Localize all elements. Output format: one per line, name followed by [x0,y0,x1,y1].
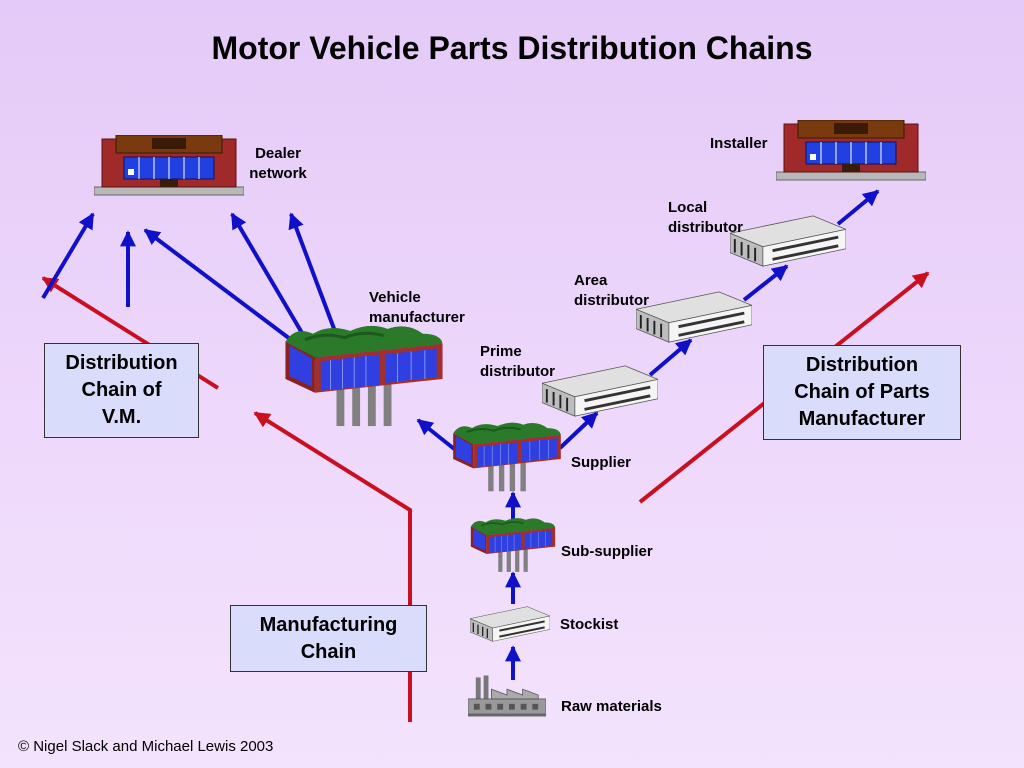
label-line: Prime [480,343,522,360]
flow-vm-to-dealer-5 [288,212,344,351]
box-manufacturing-chain: Manufacturing Chain [230,605,427,672]
prime-distributor-warehouse-icon [542,364,658,418]
label-area-distributor: Area distributor [574,271,649,311]
label-dealer-network: Dealer network [238,144,318,184]
label-line: Area [574,272,608,289]
label-supplier: Supplier [571,454,632,471]
label-local-distributor: Local distributor [668,198,743,238]
installer-store-icon [776,120,926,181]
box-line: Chain of Parts [794,381,930,403]
label-line: network [249,165,307,182]
box-line: Manufacturer [798,408,926,430]
label-line: Dealer [255,145,301,162]
flow-area-to-local [742,264,789,302]
page-title: Motor Vehicle Parts Distribution Chains [211,30,813,66]
box-text: Distribution Chain of V.M. [65,350,177,431]
stockist-warehouse-icon [470,605,550,643]
area-distributor-warehouse-icon [636,290,752,344]
local-distributor-warehouse-icon [730,214,846,268]
label-line: distributor [480,363,555,380]
box-text: Manufacturing Chain [260,612,398,666]
flow-prime-to-area [648,338,693,377]
label-line: manufacturer [369,309,465,326]
label-prime-distributor: Prime distributor [480,342,555,382]
sub-supplier-factory-icon [470,517,556,573]
flow-vm-to-dealer-1 [41,212,95,300]
label-line: distributor [668,219,743,236]
box-line: Distribution [65,352,178,374]
label-line: Local [668,199,708,216]
flow-supplier-to-prime [558,411,599,450]
box-distribution-chain-parts-manufacturer: Distribution Chain of Parts Manufacturer [763,345,961,440]
chain-arrows [41,271,930,722]
box-line: Chain [300,640,357,663]
label-raw-materials: Raw materials [561,698,662,715]
label-vehicle-manufacturer: Vehicle manufacturer [369,288,465,328]
dealer-store-icon [94,135,244,196]
box-text: Distribution Chain of Parts Manufacturer [794,352,930,433]
vehicle-manufacturer-factory-icon [283,324,445,428]
manufacturing-chain-arrow [253,411,412,722]
box-line: Manufacturing [259,613,398,636]
raw-materials-plant-icon [468,675,546,717]
supplier-factory-icon [452,421,562,493]
box-line: V.M. [101,406,142,428]
box-line: Chain of [81,379,162,401]
label-stockist: Stockist [560,616,619,633]
box-line: Distribution [805,354,919,376]
flow-supplier-to-vm [416,418,460,454]
label-line: Vehicle [369,289,421,306]
label-line: distributor [574,292,649,309]
flow-local-to-installer [836,189,880,226]
label-installer: Installer [710,135,768,152]
label-sub-supplier: Sub-supplier [561,543,653,560]
box-distribution-chain-vm: Distribution Chain of V.M. [44,343,199,438]
copyright-footer: © Nigel Slack and Michael Lewis 2003 [18,738,274,755]
